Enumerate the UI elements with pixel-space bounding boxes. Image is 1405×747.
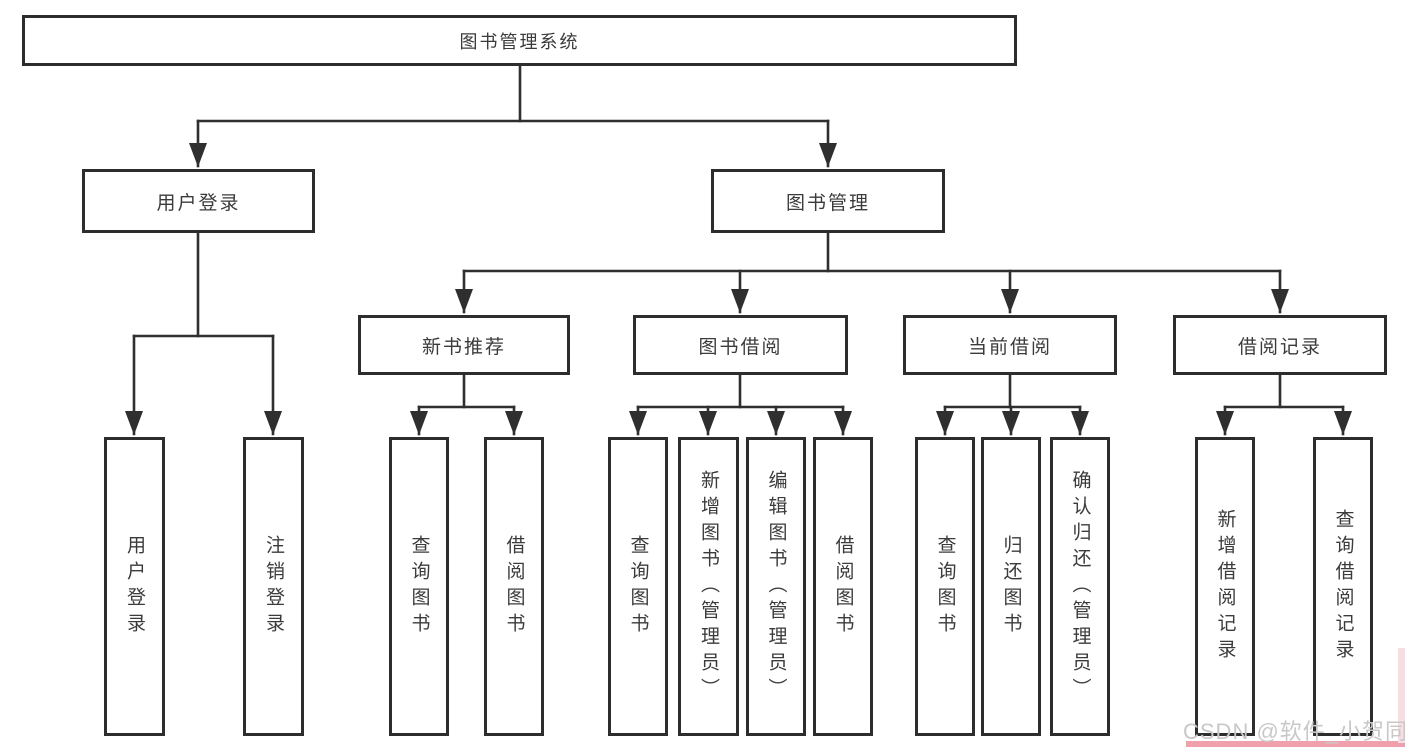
leaf-query-books-3: 查询图书 [915, 437, 975, 736]
node-borrow-records-label: 借阅记录 [1237, 336, 1322, 358]
leaf-return-books-label: 归还图书 [1000, 534, 1022, 639]
leaf-add-books-admin-label: 新增图书（管理员） [698, 469, 719, 704]
leaf-query-borrow-record: 查询借阅记录 [1313, 437, 1373, 736]
node-library-management-system-label: 图书管理系统 [459, 31, 580, 52]
leaf-query-books-1-label: 查询图书 [408, 534, 430, 639]
node-new-book-recommend: 新书推荐 [358, 315, 570, 375]
node-library-management-system: 图书管理系统 [22, 15, 1017, 66]
leaf-borrow-books-2-label: 借阅图书 [832, 534, 854, 639]
node-borrow-records: 借阅记录 [1173, 315, 1387, 375]
leaf-borrow-books-1-label: 借阅图书 [503, 534, 525, 639]
leaf-user-login-label: 用户登录 [124, 534, 145, 639]
node-book-borrow: 图书借阅 [633, 315, 848, 375]
watermark-accent-edge [1398, 648, 1405, 743]
leaf-borrow-books-1: 借阅图书 [484, 437, 544, 736]
leaf-query-books-1: 查询图书 [389, 437, 449, 736]
leaf-add-borrow-record-label: 新增借阅记录 [1214, 508, 1236, 665]
leaf-return-books: 归还图书 [981, 437, 1041, 736]
leaf-confirm-return-admin: 确认归还（管理员） [1050, 437, 1110, 736]
leaf-add-borrow-record: 新增借阅记录 [1195, 437, 1255, 736]
leaf-edit-books-admin: 编辑图书（管理员） [746, 437, 806, 736]
node-current-borrow: 当前借阅 [903, 315, 1117, 375]
leaf-query-books-2: 查询图书 [608, 437, 668, 736]
leaf-query-books-2-label: 查询图书 [627, 534, 649, 639]
watermark: CSDN @软件_小贺同学 [1183, 719, 1405, 744]
leaf-add-books-admin: 新增图书（管理员） [678, 437, 739, 736]
node-current-borrow-label: 当前借阅 [967, 336, 1052, 358]
leaf-borrow-books-2: 借阅图书 [813, 437, 873, 736]
node-user-login: 用户登录 [82, 169, 315, 233]
node-book-borrow-label: 图书借阅 [698, 336, 783, 358]
leaf-confirm-return-admin-label: 确认归还（管理员） [1069, 469, 1091, 704]
node-book-management: 图书管理 [711, 169, 945, 233]
node-user-login-label: 用户登录 [156, 192, 241, 214]
watermark-accent-bar [1186, 741, 1405, 747]
leaf-query-borrow-record-label: 查询借阅记录 [1332, 508, 1354, 665]
leaf-edit-books-admin-label: 编辑图书（管理员） [765, 469, 787, 704]
leaf-query-books-3-label: 查询图书 [934, 534, 956, 639]
node-book-management-label: 图书管理 [785, 192, 870, 214]
leaf-logout: 注销登录 [243, 437, 304, 736]
node-new-book-recommend-label: 新书推荐 [421, 336, 506, 358]
leaf-user-login: 用户登录 [104, 437, 165, 736]
leaf-logout-label: 注销登录 [263, 534, 284, 639]
